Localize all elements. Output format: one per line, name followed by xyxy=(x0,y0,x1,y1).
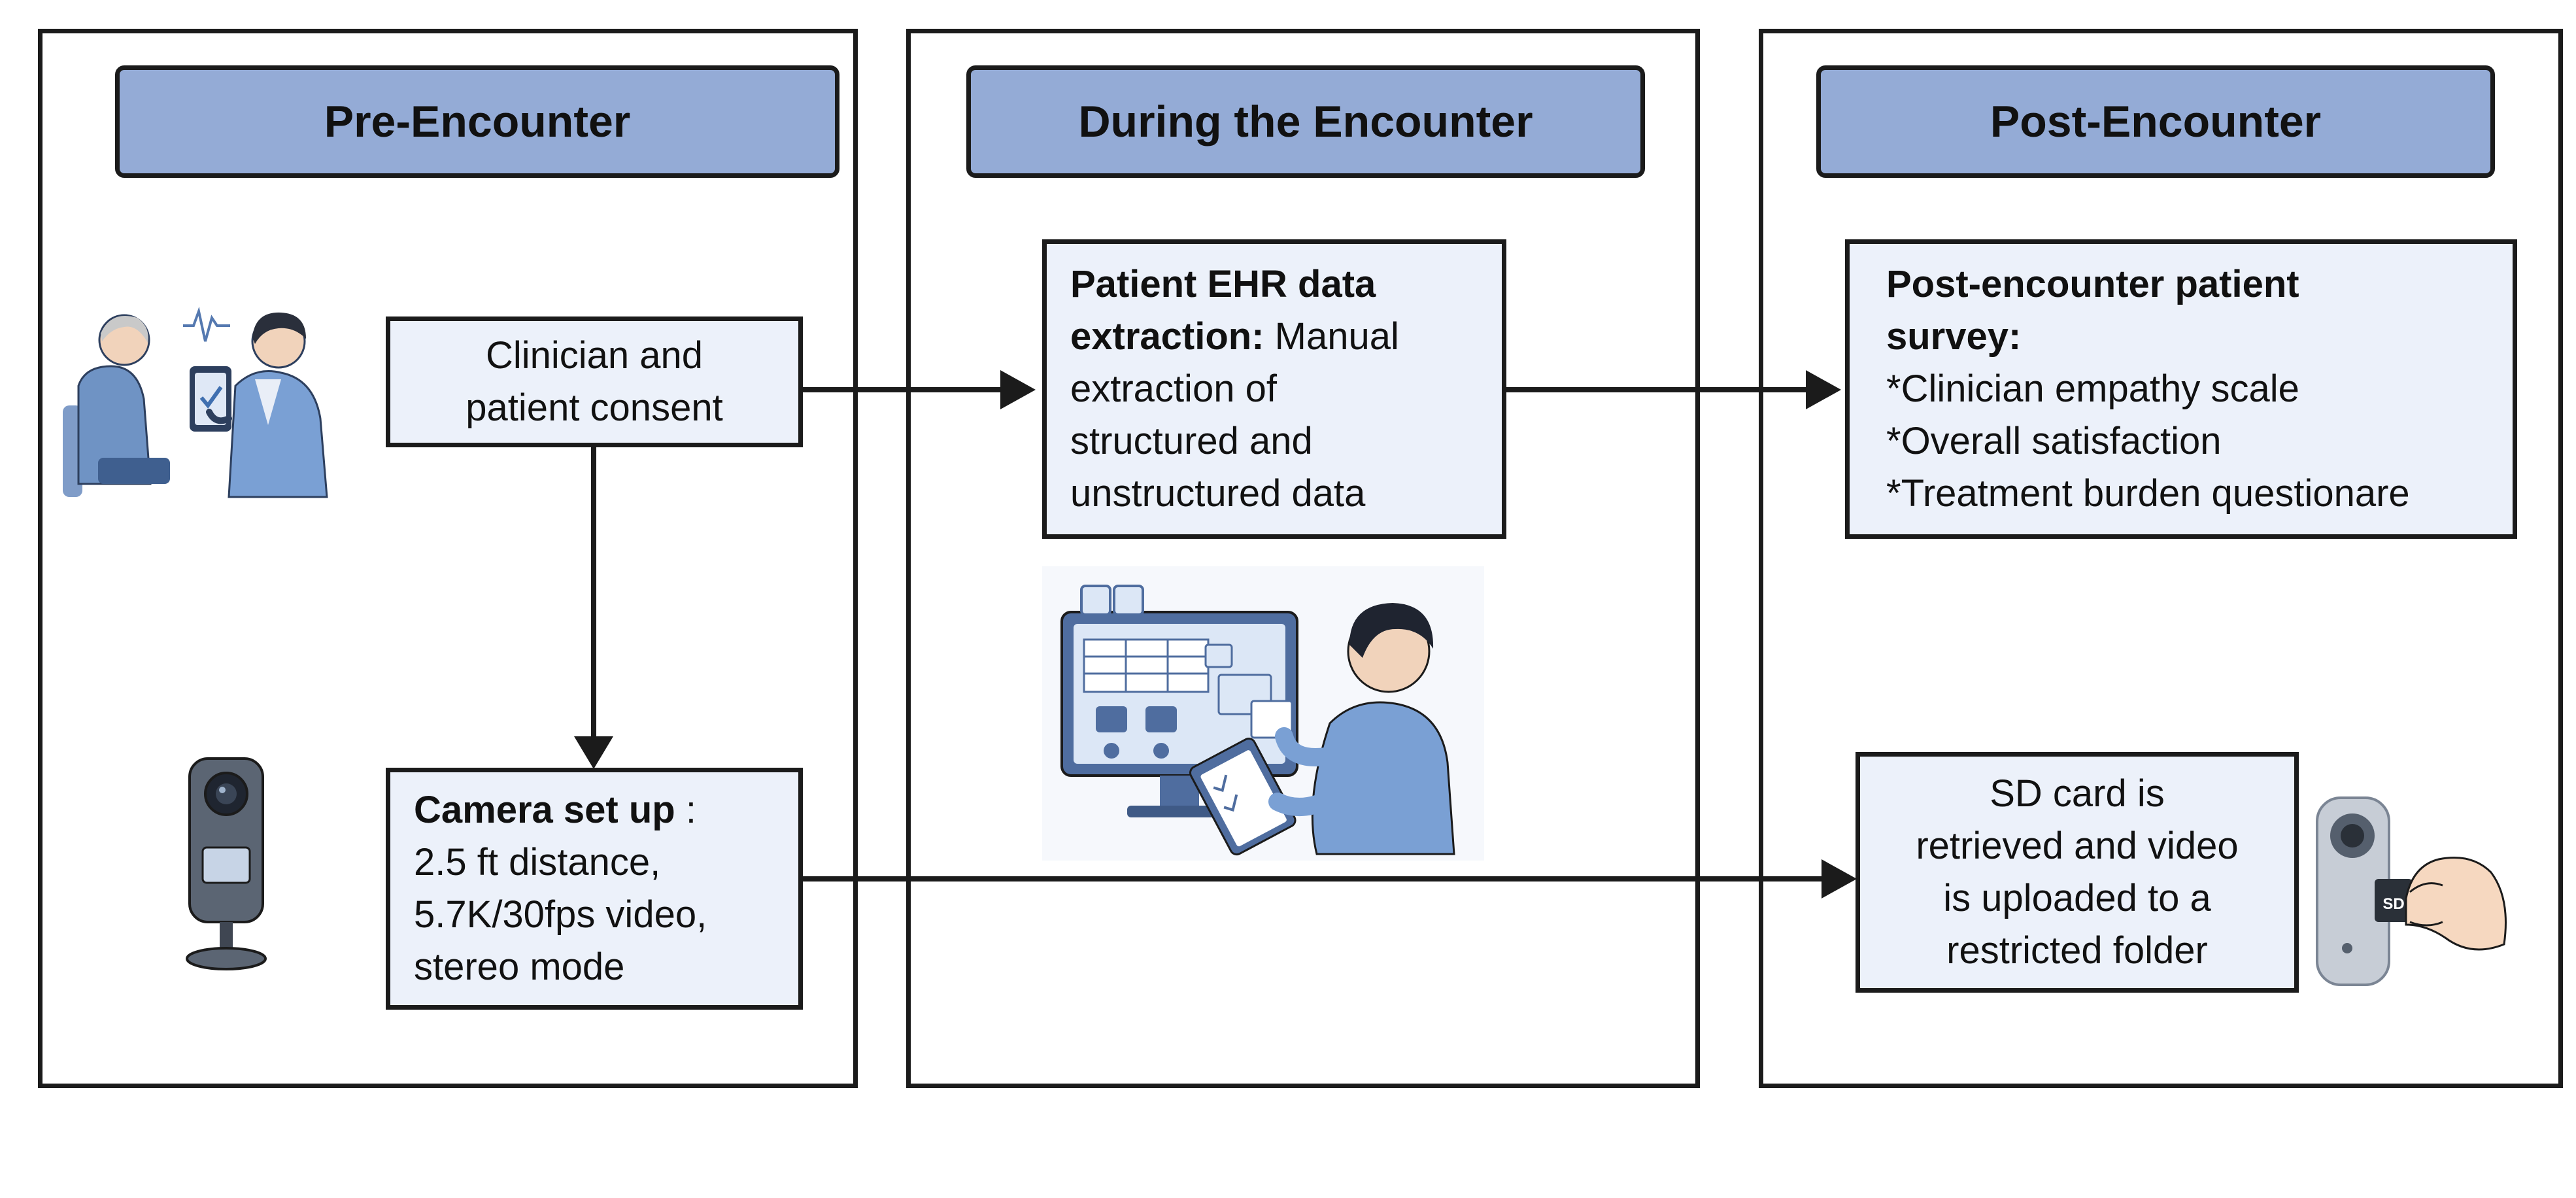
camera-setup-heading: Camera set up xyxy=(414,789,675,831)
consent-line-2: patient consent xyxy=(466,386,723,429)
camera-setup-colon: : xyxy=(675,789,696,831)
panel-during-encounter xyxy=(906,29,1700,1088)
sd-card-box: SD card is retrieved and video is upload… xyxy=(1856,752,2299,993)
survey-heading-2: survey: xyxy=(1886,315,2022,358)
sd-card-camera-illustration: SD xyxy=(2316,796,2507,986)
survey-item-empathy: *Clinician empathy scale xyxy=(1886,368,2299,410)
ehr-heading-1: Patient EHR data xyxy=(1070,263,1376,305)
ehr-line-4: structured and xyxy=(1070,420,1313,462)
ehr-line-5: unstructured data xyxy=(1070,472,1366,515)
camera-line-4: stereo mode xyxy=(414,946,625,988)
survey-item-burden: *Treatment burden questionare xyxy=(1886,472,2410,515)
ehr-extraction-box: Patient EHR data extraction: Manual extr… xyxy=(1042,239,1506,539)
consent-box: Clinician and patient consent xyxy=(386,317,803,447)
ehr-computer-illustration xyxy=(1042,566,1484,861)
sd-card-icon: SD xyxy=(2375,879,2413,922)
survey-line-1: Post-encounter patient xyxy=(1886,258,2476,311)
header-post-encounter: Post-Encounter xyxy=(1816,65,2495,178)
survey-heading-1: Post-encounter patient xyxy=(1886,263,2299,305)
sd-card-label: SD xyxy=(2382,895,2404,913)
camera-line-3: 5.7K/30fps video, xyxy=(414,893,707,936)
survey-item-satisfaction: *Overall satisfaction xyxy=(1886,420,2222,462)
ehr-heading-2: extraction: xyxy=(1070,315,1264,358)
ehr-line-3: extraction of xyxy=(1070,368,1277,410)
sd-line-3: is uploaded to a xyxy=(1943,877,2211,919)
sd-line-4: restricted folder xyxy=(1946,929,2208,972)
ehr-manual: Manual xyxy=(1264,315,1399,358)
clinician-patient-consent-illustration xyxy=(63,306,328,498)
camera-line-2: 2.5 ft distance, xyxy=(414,841,661,883)
sd-line-1: SD card is xyxy=(1990,772,2165,815)
camera-setup-box: Camera set up : 2.5 ft distance, 5.7K/30… xyxy=(386,768,803,1010)
camera-line-1: Camera set up : xyxy=(414,784,775,836)
camera-icon xyxy=(186,757,267,970)
consent-line-1: Clinician and xyxy=(485,334,703,377)
header-during-encounter: During the Encounter xyxy=(966,65,1645,178)
survey-box: Post-encounter patient survey: *Clinicia… xyxy=(1845,239,2517,539)
header-pre-encounter: Pre-Encounter xyxy=(115,65,839,178)
sd-line-2: retrieved and video xyxy=(1916,825,2239,867)
survey-line-2: survey: xyxy=(1886,311,2476,363)
ehr-line-2: extraction: Manual xyxy=(1070,311,1478,363)
ehr-line-1: Patient EHR data xyxy=(1070,258,1478,311)
